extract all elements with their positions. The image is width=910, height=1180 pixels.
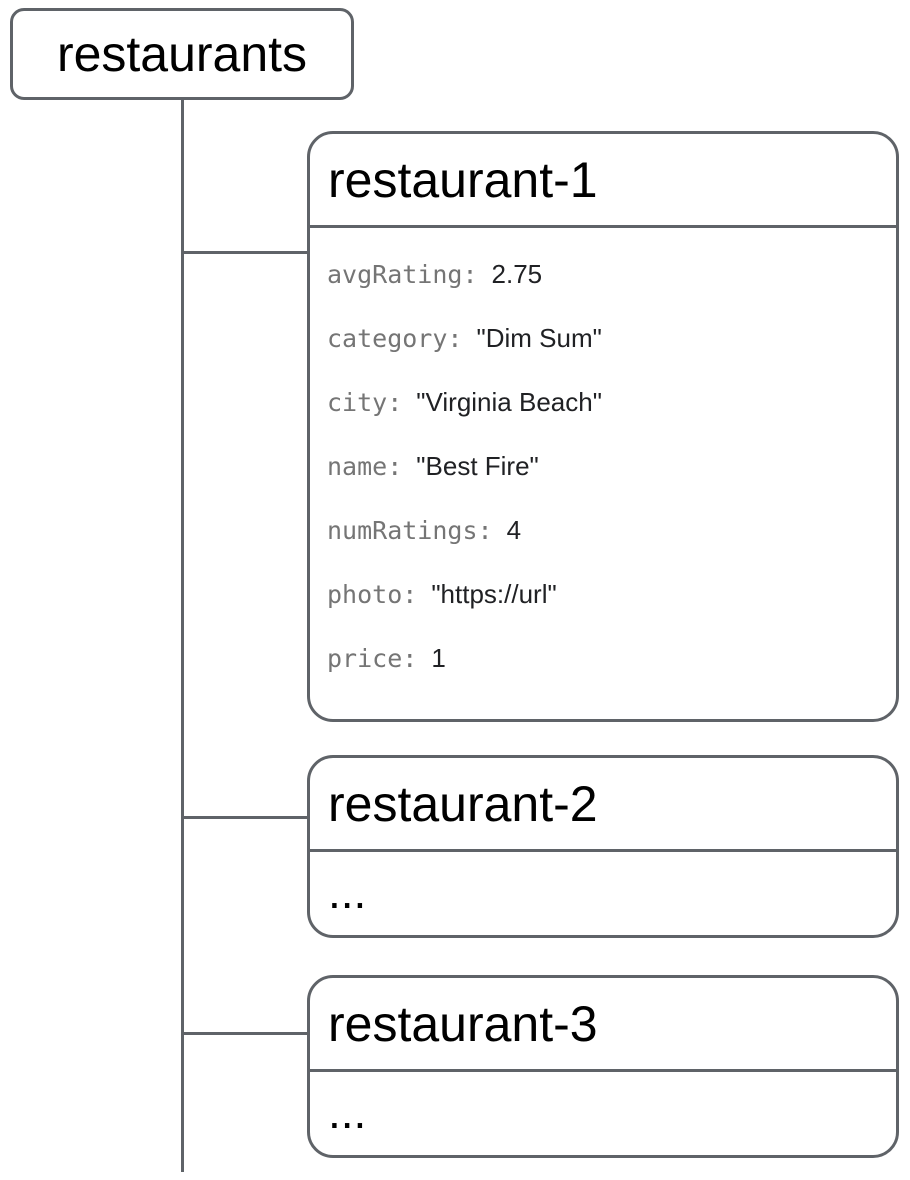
document-placeholder: ... xyxy=(310,852,896,932)
field-separator: : xyxy=(387,387,403,417)
collection-label: restaurants xyxy=(56,26,308,82)
field-separator: : xyxy=(447,323,463,353)
field-value: "Dim Sum" xyxy=(476,322,602,353)
branch-line-restaurant-3 xyxy=(181,1032,308,1035)
document-card-restaurant-2[interactable]: restaurant-2 ... xyxy=(307,755,899,938)
field-separator: : xyxy=(387,451,403,481)
field-key: photo xyxy=(327,579,403,609)
field-separator: : xyxy=(462,259,478,289)
field-value: 4 xyxy=(506,514,522,545)
field-value: "https://url" xyxy=(431,578,557,609)
field-row: price:1 xyxy=(327,626,896,690)
field-row: category: "Dim Sum" xyxy=(327,306,896,370)
collection-node[interactable]: restaurants xyxy=(10,8,354,100)
field-value: 1 xyxy=(431,642,446,673)
field-key: price xyxy=(327,643,403,673)
branch-line-restaurant-1 xyxy=(181,251,308,254)
placeholder-ellipsis: ... xyxy=(328,1086,367,1138)
field-row: photo: "https://url" xyxy=(327,562,896,626)
field-separator: : xyxy=(477,515,493,545)
field-row: city: "Virginia Beach" xyxy=(327,370,896,434)
field-separator: : xyxy=(402,579,418,609)
document-fields: avgRating:2.75 category:"Dim Sum" city:"… xyxy=(310,228,896,690)
field-value: "Best Fire" xyxy=(416,450,539,481)
field-key: category xyxy=(327,323,448,353)
document-id: restaurant-2 xyxy=(328,775,598,832)
field-key: numRatings xyxy=(327,515,478,545)
field-row: avgRating:2.75 xyxy=(327,242,896,306)
document-placeholder: ... xyxy=(310,1072,896,1152)
document-title: restaurant-2 xyxy=(310,758,896,852)
field-key: city xyxy=(327,387,388,417)
placeholder-ellipsis: ... xyxy=(328,866,367,918)
document-card-restaurant-3[interactable]: restaurant-3 ... xyxy=(307,975,899,1158)
document-id: restaurant-1 xyxy=(328,151,598,208)
document-title: restaurant-3 xyxy=(310,978,896,1072)
branch-line-restaurant-2 xyxy=(181,816,308,819)
field-key: avgRating xyxy=(327,259,463,289)
tree-trunk-line xyxy=(181,100,184,1172)
field-separator: : xyxy=(402,643,418,673)
field-row: name: "Best Fire" xyxy=(327,434,896,498)
document-card-restaurant-1[interactable]: restaurant-1 avgRating:2.75 category:"Di… xyxy=(307,131,899,722)
field-row: numRatings:4 xyxy=(327,498,896,562)
field-key: name xyxy=(327,451,388,481)
field-value: "Virginia Beach" xyxy=(416,386,602,417)
field-value: 2.75 xyxy=(491,258,543,289)
document-id: restaurant-3 xyxy=(328,995,598,1052)
document-title: restaurant-1 xyxy=(310,134,896,228)
